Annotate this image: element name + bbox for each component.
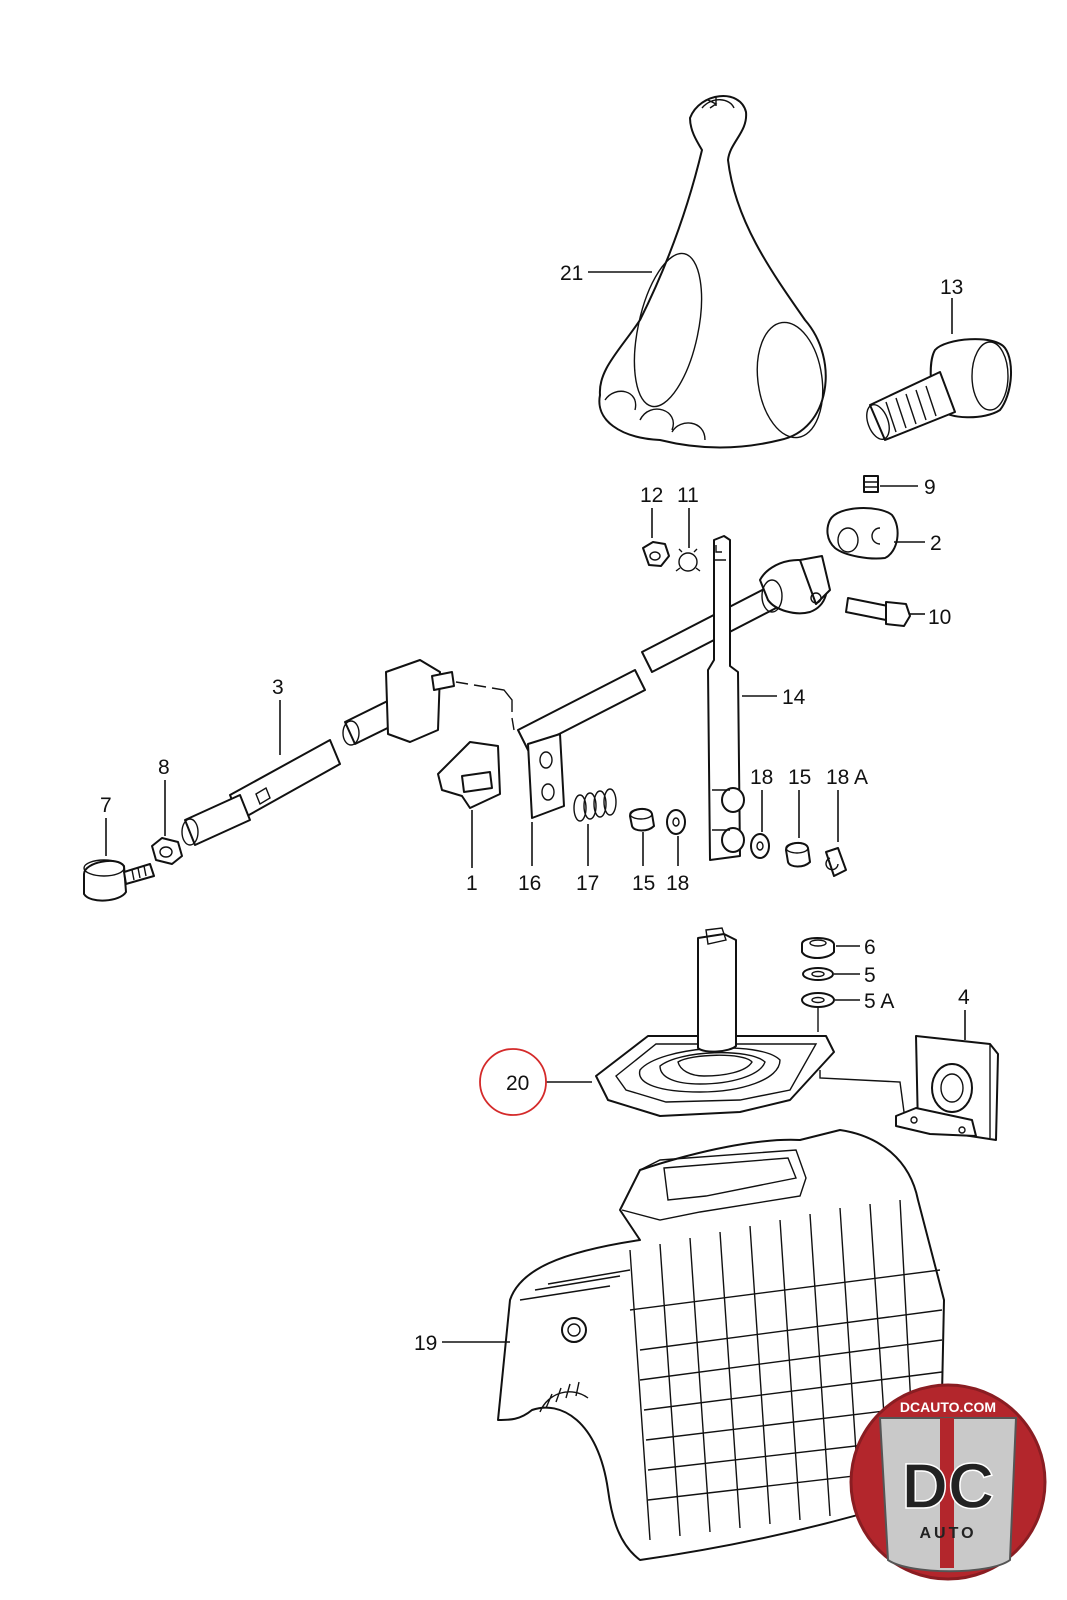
callout-13: 13 — [940, 276, 963, 299]
callout-14: 14 — [782, 686, 806, 709]
logo-word: AUTO — [919, 1525, 976, 1542]
callout-18a: 18 — [666, 872, 689, 895]
part-18A-clip — [825, 847, 847, 877]
assembly-line-a — [455, 681, 515, 731]
part-rod-bracket — [385, 659, 455, 743]
part-15-bushing-left — [629, 808, 655, 832]
callout-18b: 18 — [750, 766, 773, 789]
part-8-nut — [151, 837, 183, 865]
part-7-ball-socket — [83, 859, 155, 902]
part-21-shift-boot — [598, 95, 827, 449]
logo-monogram: DC — [902, 1450, 994, 1522]
part-shift-rod — [181, 555, 831, 846]
callout-17: 17 — [576, 872, 599, 895]
callout-7: 7 — [100, 794, 112, 817]
callout-19: 19 — [414, 1332, 437, 1355]
assembly-line-c — [819, 1070, 905, 1113]
callout-9: 9 — [924, 476, 936, 499]
callout-2: 2 — [930, 532, 942, 555]
callout-16: 16 — [518, 872, 541, 895]
callout-20: 20 — [506, 1072, 529, 1095]
highlight-circle-20 — [479, 1048, 547, 1116]
part-18-washer-left — [666, 809, 686, 835]
callout-15b: 15 — [788, 766, 811, 789]
part-11-lockwasher — [675, 548, 701, 572]
callout-5A: 5 A — [864, 990, 894, 1013]
callout-8: 8 — [158, 756, 170, 779]
part-19-housing — [497, 1129, 945, 1561]
callout-11: 11 — [677, 484, 699, 507]
logo-site-text: DCAUTO.COM — [900, 1399, 996, 1415]
part-5A-washer — [801, 992, 835, 1008]
callout-5: 5 — [864, 964, 876, 987]
part-6-nut — [801, 937, 835, 959]
part-12-nut — [642, 541, 670, 567]
callout-18A: 18 A — [826, 766, 868, 789]
part-20-boot — [595, 927, 835, 1117]
part-10-bolt — [845, 597, 911, 627]
part-16-plate — [527, 733, 565, 819]
callout-6: 6 — [864, 936, 876, 959]
part-18-washer-right — [750, 833, 770, 859]
part-4-bracket — [895, 1035, 999, 1141]
part-1-bracket — [437, 741, 501, 809]
callout-10: 10 — [928, 606, 951, 629]
part-17-spring — [573, 788, 617, 822]
callout-4: 4 — [958, 986, 970, 1009]
part-14-lever — [707, 535, 745, 861]
callout-21: 21 — [560, 262, 583, 285]
callout-12: 12 — [640, 484, 663, 507]
part-13-plug — [866, 338, 1012, 441]
callout-15a: 15 — [632, 872, 655, 895]
part-15-bushing-right — [785, 842, 811, 868]
callout-1: 1 — [466, 872, 478, 895]
rib-grid — [629, 1199, 943, 1541]
part-2-clamp — [826, 507, 899, 560]
part-9-setscrew — [863, 475, 879, 493]
dcauto-logo: DCAUTO.COM DC AUTO — [849, 1383, 1047, 1581]
callout-3: 3 — [272, 676, 284, 699]
part-5-lockwasher — [802, 967, 834, 981]
